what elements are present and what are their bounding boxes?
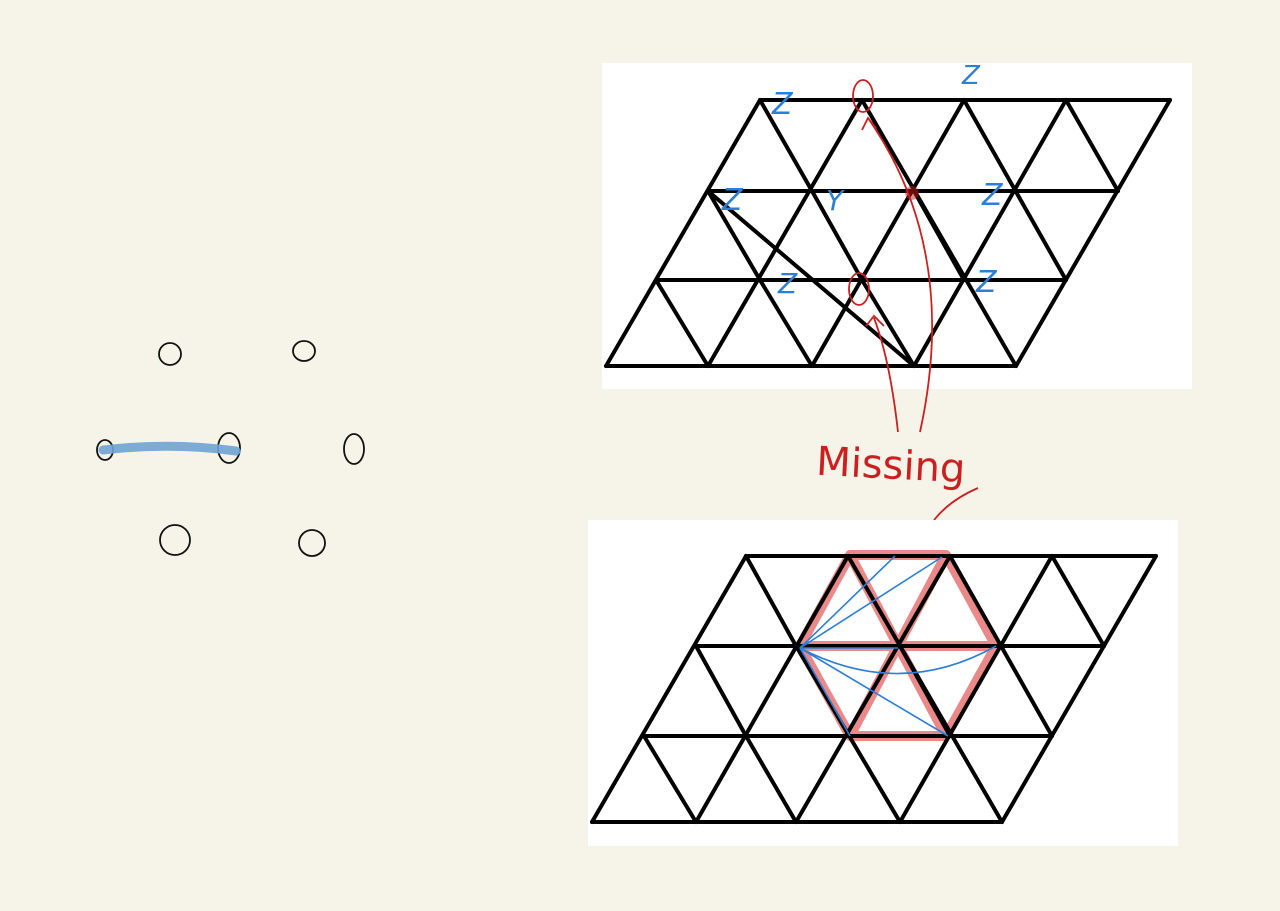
label-y: Y [826,184,845,217]
label-z: Z [981,178,1004,213]
site-circle [343,433,365,465]
label-z: Z [975,265,998,300]
missing-annotations [848,79,933,433]
missing-label: Missing [815,439,966,493]
site-circle [298,529,326,557]
site-circle [158,342,182,366]
arrow-head [861,116,877,131]
label-z: Z [771,87,794,122]
label-z: Z [961,61,981,91]
label-z: Z [721,183,744,218]
bond-highlight [98,441,241,456]
arrow-line [867,117,933,433]
label-z: Z [777,267,798,300]
missing-underline-tail [933,487,979,521]
arrow-line [873,317,899,433]
blue-connectors [799,555,997,737]
site-circle [292,340,316,362]
missing-site-circle [848,272,870,306]
site-circle [159,524,191,556]
arrow-head [865,314,885,327]
blue-labels: Z Z Z Y Z Z Z [721,61,1004,300]
missing-site-circle [852,79,874,113]
